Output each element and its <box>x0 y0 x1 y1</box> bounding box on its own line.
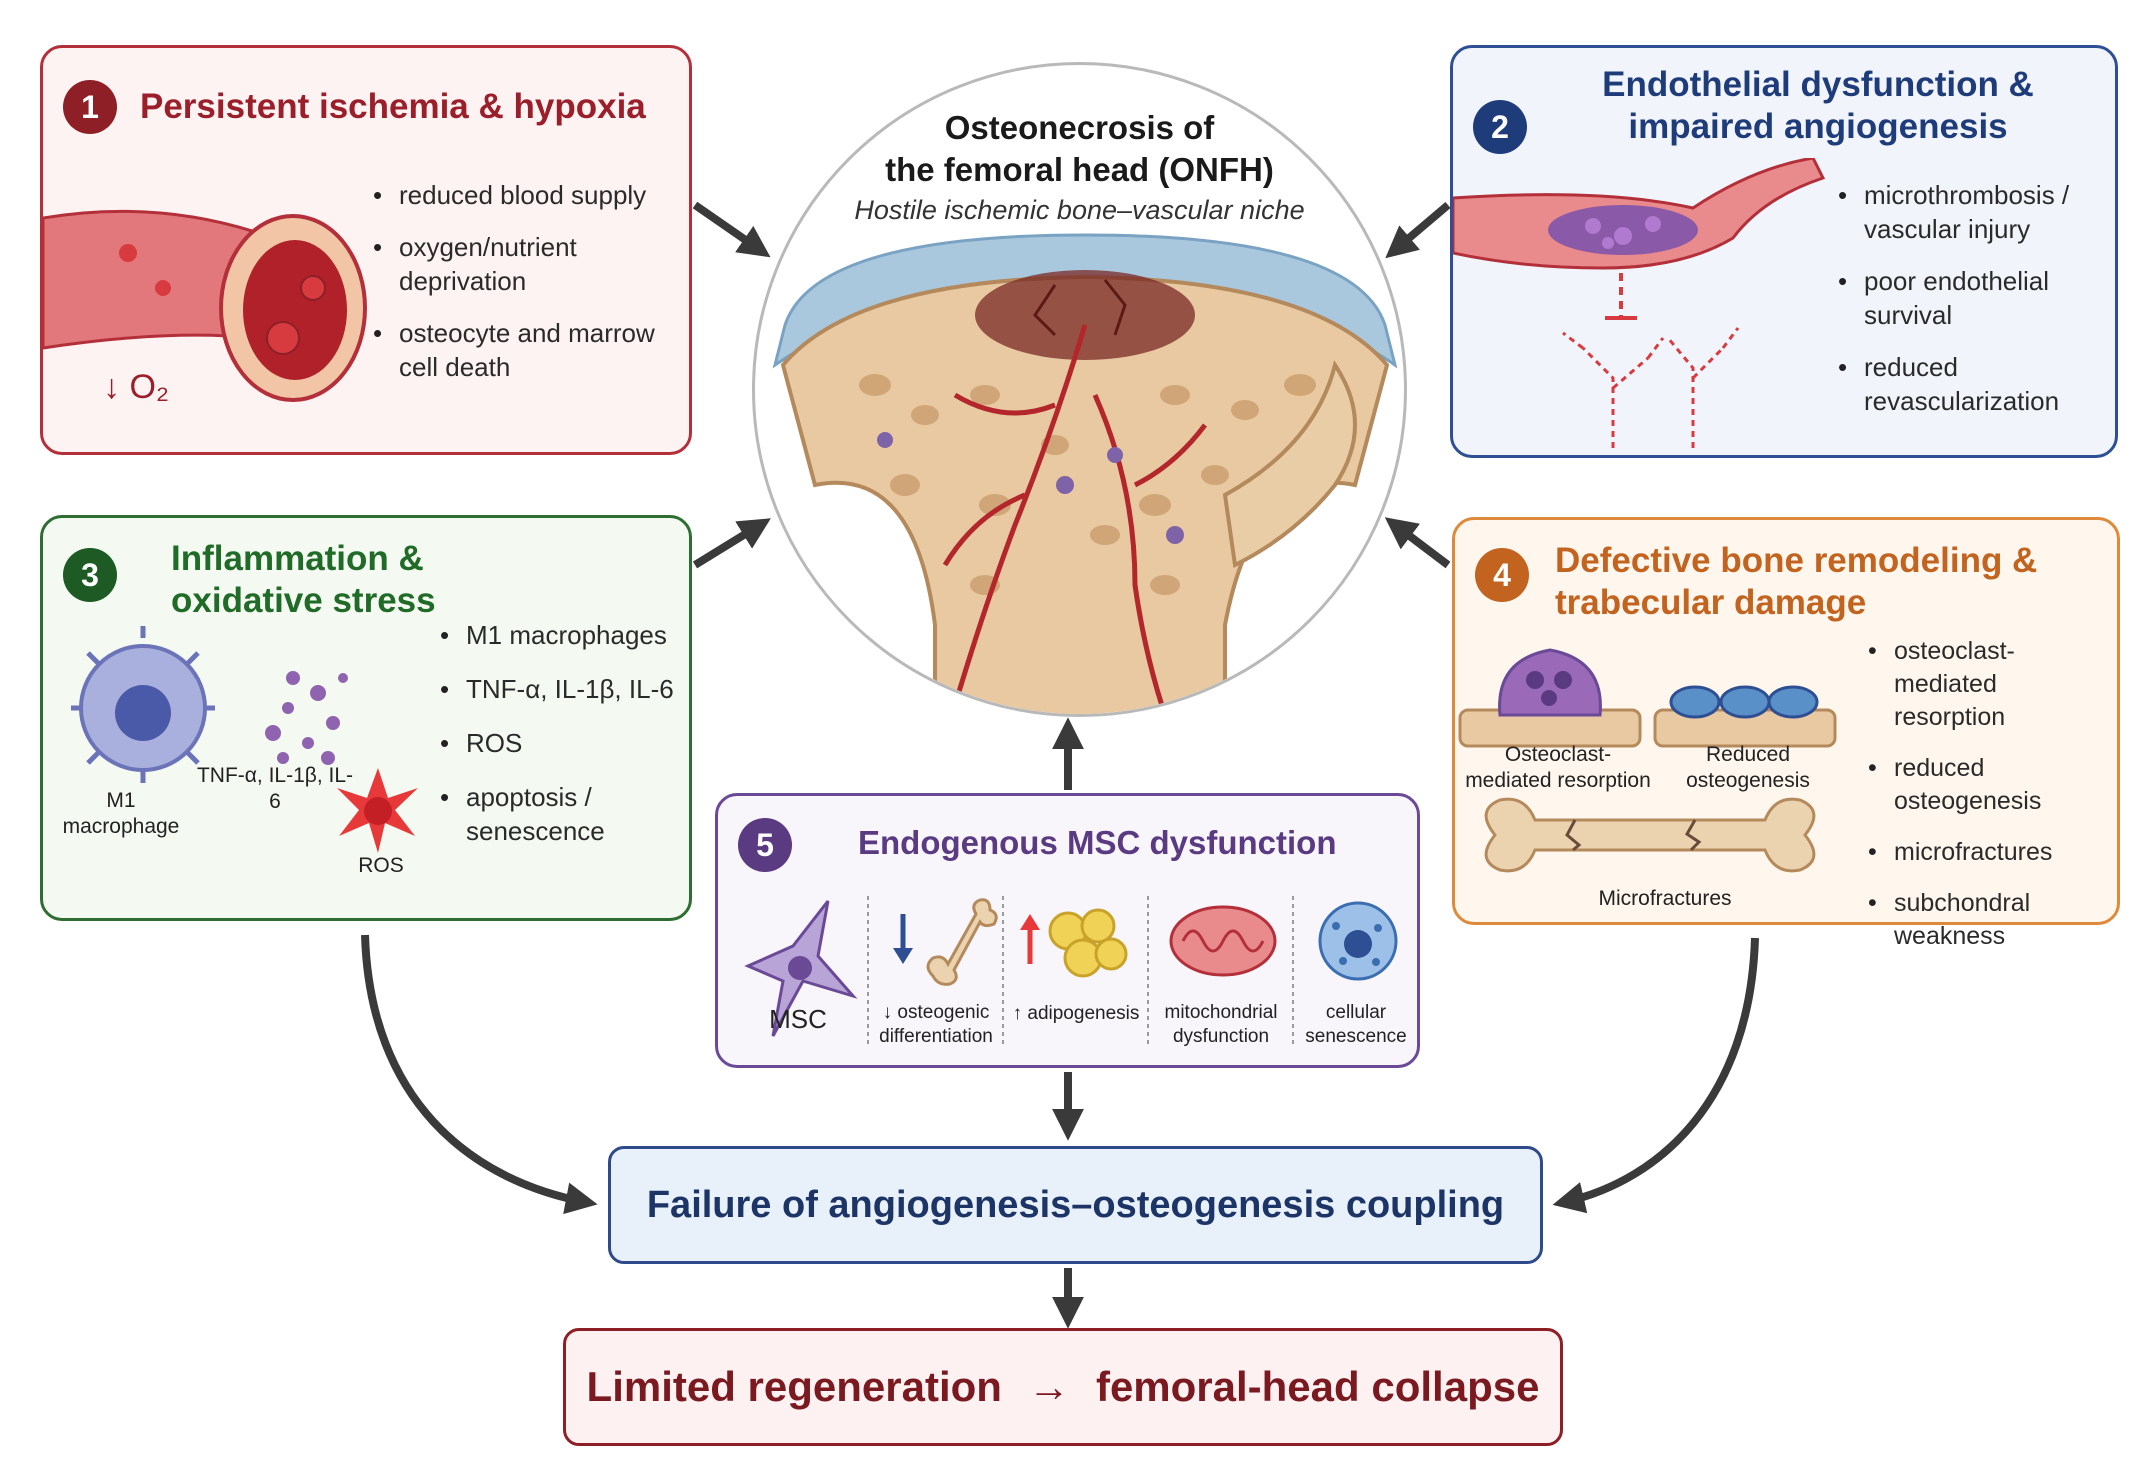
bullet-item: reduced blood supply <box>373 178 683 212</box>
panel-3-bullets: M1 macrophages TNF-α, IL-1β, IL-6 ROS ap… <box>440 618 685 848</box>
collapse-arrow-icon: → <box>1027 1363 1070 1410</box>
panel-msc-dysfunction: 5 Endogenous MSC dysfunction MSC ↓ osteo… <box>715 793 1420 1068</box>
panel-1-bullets: reduced blood supply oxygen/nutrient dep… <box>373 178 683 384</box>
microfractures-caption: Microfractures <box>1598 887 1732 910</box>
bullet-item: ROS <box>440 726 685 760</box>
macrophage-icon <box>71 626 215 783</box>
collapse-text-part1: Limited regeneration <box>586 1363 1002 1410</box>
panel-2-title-line2: impaired angiogenesis <box>1628 107 2008 146</box>
bullet-item: reduced osteogenesis <box>1868 752 2113 818</box>
bullet-item: microthrombosis / vascular injury <box>1838 178 2098 246</box>
panel-4-bullets: osteoclast-mediated resorption reduced o… <box>1868 635 2113 953</box>
arrow-p4-to-center <box>1384 517 1451 569</box>
panel-5-title: Endogenous MSC dysfunction <box>858 824 1337 861</box>
osteoclast-caption: Osteoclast- mediated resorption <box>1465 743 1651 792</box>
inflammation-illustration <box>71 626 418 853</box>
center-title-line2: the femoral head (ONFH) <box>885 151 1274 188</box>
panel-2-number-badge: 2 <box>1473 100 1527 154</box>
panel-ischemia: 1 Persistent ischemia & hypoxia ↓ O₂ red… <box>40 45 692 455</box>
msc-label: MSC <box>769 1004 827 1034</box>
bone-icon <box>926 898 998 986</box>
bullet-item: M1 macrophages <box>440 618 685 652</box>
cytokines-caption: TNF-α, IL-1β, IL-6 <box>196 764 354 813</box>
center-subtitle: Hostile ischemic bone–vascular niche <box>854 195 1305 225</box>
blood-vessel-illustration <box>43 209 367 402</box>
osteogenic-label: ↓ osteogenic differentiation <box>879 1002 993 1047</box>
femoral-head-illustration <box>772 233 1398 714</box>
panel-2-title-line1: Endothelial dysfunction & <box>1602 65 2034 104</box>
arrow-p3-to-coupling <box>361 934 598 1215</box>
up-arrow-icon <box>1020 914 1040 964</box>
o2-label: ↓ O₂ <box>103 368 170 406</box>
fat-cells-icon <box>1048 908 1128 978</box>
adipogenesis-label: ↑ adipogenesis <box>1012 1003 1140 1024</box>
senescent-cell-icon <box>1318 901 1398 981</box>
arrow-p4-to-coupling <box>1552 937 1759 1214</box>
panel-1-title: Persistent ischemia & hypoxia <box>140 87 646 126</box>
senescence-label: cellular senescence <box>1305 1002 1407 1047</box>
panel-1-number-badge: 1 <box>63 80 117 134</box>
coupling-failure-text: Failure of angiogenesis–osteogenesis cou… <box>646 1183 1505 1226</box>
msc-illustration <box>744 896 1398 1046</box>
arrow-p1-to-center <box>692 201 771 258</box>
coupling-failure-box: Failure of angiogenesis–osteogenesis cou… <box>608 1146 1543 1264</box>
mitochondrial-label: mitochondrial dysfunction <box>1164 1002 1278 1047</box>
bullet-item: osteocyte and marrow cell death <box>373 316 683 384</box>
ros-star-icon <box>337 768 418 853</box>
msc-cell-icon <box>744 900 858 1037</box>
collapse-text-part2: femoral-head collapse <box>1095 1363 1540 1410</box>
bullet-item: reduced revascularization <box>1838 350 2098 418</box>
bullet-item: apoptosis / senescence <box>440 780 685 848</box>
panel-endothelial: 2 Endothelial dysfunction & impaired ang… <box>1450 45 2118 458</box>
arrow-p2-to-center <box>1385 201 1451 259</box>
bullet-item: microfractures <box>1868 836 2113 869</box>
onfh-center-circle: Osteonecrosis of the femoral head (ONFH)… <box>752 62 1407 717</box>
bullet-item: osteoclast-mediated resorption <box>1868 635 2113 734</box>
cytokine-dots-icon <box>265 671 348 765</box>
ros-caption: ROS <box>358 854 404 877</box>
bullet-item: oxygen/nutrient deprivation <box>373 230 683 298</box>
microthrombosis-illustration <box>1453 158 1826 448</box>
panel-5-number-badge: 5 <box>738 818 792 872</box>
osteogenesis-caption: Reduced osteogenesis <box>1686 743 1810 792</box>
panel-2-bullets: microthrombosis / vascular injury poor e… <box>1838 178 2098 418</box>
panel-4-title-line1: Defective bone remodeling & <box>1555 541 2038 580</box>
panel-inflammation: 3 Inflammation & oxidative stress M1 mac… <box>40 515 692 921</box>
panel-3-title-line1: Inflammation & <box>171 539 424 578</box>
panel-4-number-badge: 4 <box>1475 548 1529 602</box>
center-title-line1: Osteonecrosis of <box>944 109 1215 146</box>
bone-remodeling-illustration <box>1458 648 1837 873</box>
bullet-item: poor endothelial survival <box>1838 264 2098 332</box>
down-arrow-icon <box>893 914 913 964</box>
bullet-item: subchondral weakness <box>1868 887 2113 953</box>
panel-4-title-line2: trabecular damage <box>1555 583 1867 622</box>
panel-bone-remodeling: 4 Defective bone remodeling & trabecular… <box>1452 517 2120 950</box>
panel-3-title-line2: oxidative stress <box>171 581 436 620</box>
panel-3-number-badge: 3 <box>63 548 117 602</box>
arrow-p3-to-center <box>692 518 771 569</box>
macrophage-caption: M1 macrophage <box>62 789 180 838</box>
mitochondria-icon <box>1169 905 1277 977</box>
collapse-box: Limited regeneration → femoral-head coll… <box>563 1328 1563 1446</box>
bullet-item: TNF-α, IL-1β, IL-6 <box>440 672 685 706</box>
